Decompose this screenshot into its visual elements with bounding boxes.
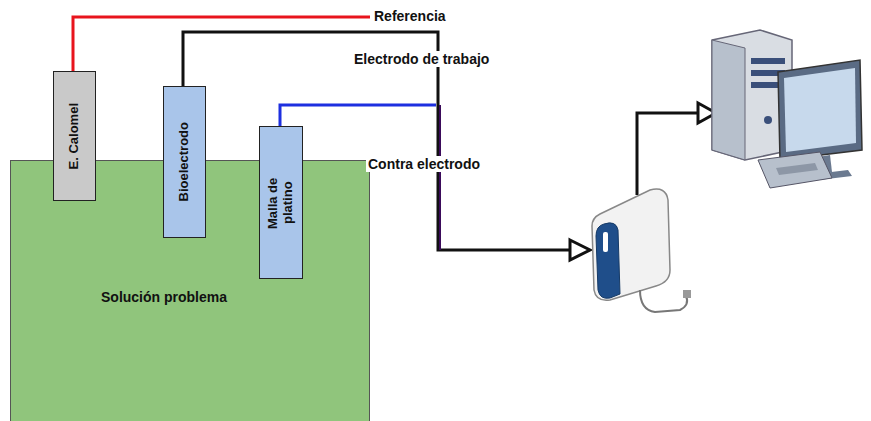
electrode-label: Bioelectrodo [177, 122, 192, 201]
arrow-head [570, 240, 590, 260]
working-electrode-label: Electrodo de trabajo [352, 51, 491, 67]
potentiostat-device [592, 189, 691, 312]
solution-container: Solución problemaE. CalomelBioelectrodoM… [10, 160, 370, 421]
calomel-electrode: E. Calomel [53, 71, 96, 201]
counter-wire [439, 105, 441, 250]
computer [712, 30, 862, 188]
reference-wire [73, 17, 370, 72]
solution-label: Solución problema [101, 289, 227, 305]
data-link [637, 113, 700, 195]
electrode-label: E. Calomel [67, 103, 82, 169]
electrode-label: Malla de platino [266, 163, 296, 243]
counter-wire [280, 105, 436, 127]
bioelectrode: Bioelectrodo [163, 86, 206, 238]
counter-electrode-label: Contra electrodo [366, 156, 482, 172]
platinum-mesh-electrode: Malla de platino [259, 126, 303, 279]
reference-label: Referencia [372, 8, 448, 24]
